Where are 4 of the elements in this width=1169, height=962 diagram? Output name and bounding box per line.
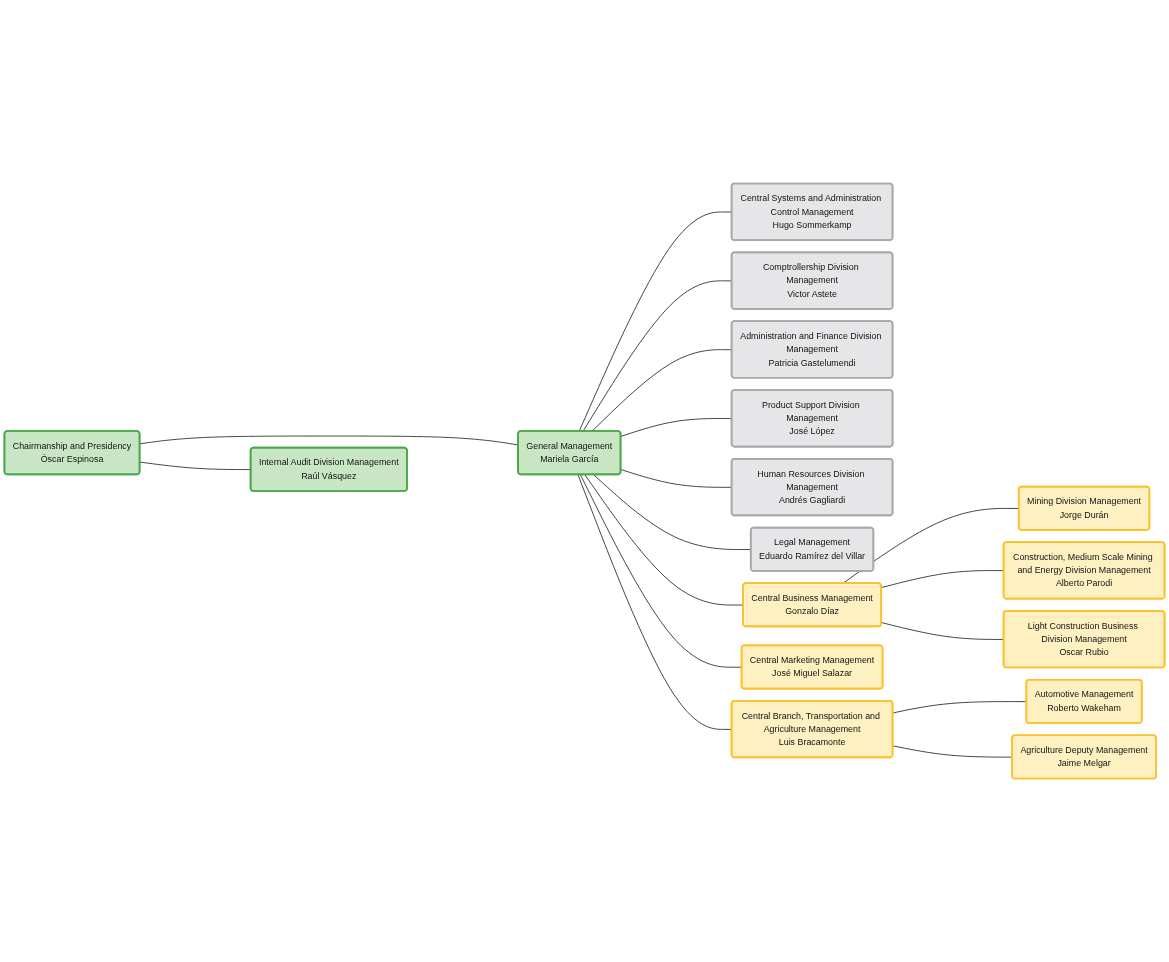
connector [892,745,1013,758]
connector [584,474,744,606]
connector [139,435,519,446]
connector [579,474,743,668]
